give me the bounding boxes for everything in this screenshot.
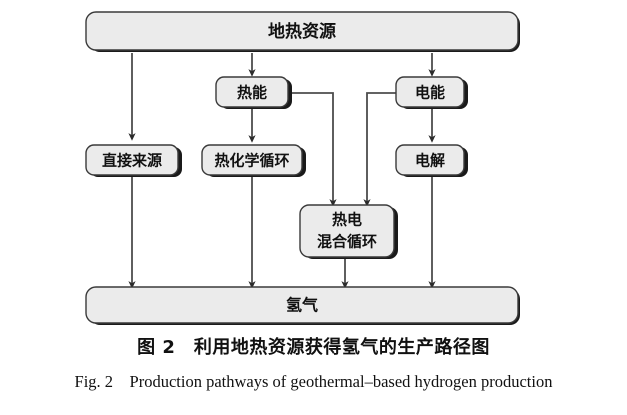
figure-caption-english: Fig. 2 Production pathways of geothermal… — [74, 372, 553, 391]
hybrid-cycle-label-line1: 热电 — [332, 211, 362, 229]
hybrid-cycle-box — [299, 204, 395, 258]
thermochemical-cycle-box — [201, 144, 303, 176]
node-electrolysis[interactable]: 电解 — [395, 144, 468, 177]
edge-thermal-to-hybrid — [288, 92, 337, 207]
figure-caption-chinese: 图 2 利用地热资源获得氢气的生产路径图 — [137, 337, 490, 358]
node-thermochemical-cycle[interactable]: 热化学循环 — [201, 144, 306, 177]
node-electric-energy[interactable]: 电能 — [395, 76, 468, 109]
electric-energy-label: 电能 — [415, 84, 445, 102]
node-thermal-energy[interactable]: 热能 — [215, 76, 292, 109]
hybrid-cycle-label-line2: 混合循环 — [317, 233, 377, 251]
hydrogen-box — [85, 286, 519, 324]
node-hydrogen[interactable]: 氢气 — [85, 286, 520, 325]
electric-energy-box — [395, 76, 465, 108]
electrolysis-box — [395, 144, 465, 176]
direct-source-box — [85, 144, 179, 176]
electrolysis-label: 电解 — [415, 152, 445, 170]
geothermal-resource-box — [85, 11, 519, 51]
node-hybrid-cycle[interactable]: 热电 混合循环 — [299, 204, 398, 259]
node-direct-source[interactable]: 直接来源 — [85, 144, 182, 177]
thermal-energy-box — [215, 76, 289, 108]
node-geothermal-resource[interactable]: 地热资源 — [85, 11, 520, 52]
direct-source-label: 直接来源 — [102, 152, 162, 170]
thermochemical-cycle-label: 热化学循环 — [214, 152, 289, 170]
hydrogen-label: 氢气 — [286, 296, 318, 315]
flowchart-svg: 地热资源 热能 电能 直接来源 热化学循环 — [85, 11, 520, 325]
thermal-energy-label: 热能 — [237, 84, 267, 102]
geothermal-resource-label: 地热资源 — [268, 21, 336, 42]
edge-electric-to-hybrid — [363, 92, 396, 207]
connector-layer — [128, 53, 436, 289]
